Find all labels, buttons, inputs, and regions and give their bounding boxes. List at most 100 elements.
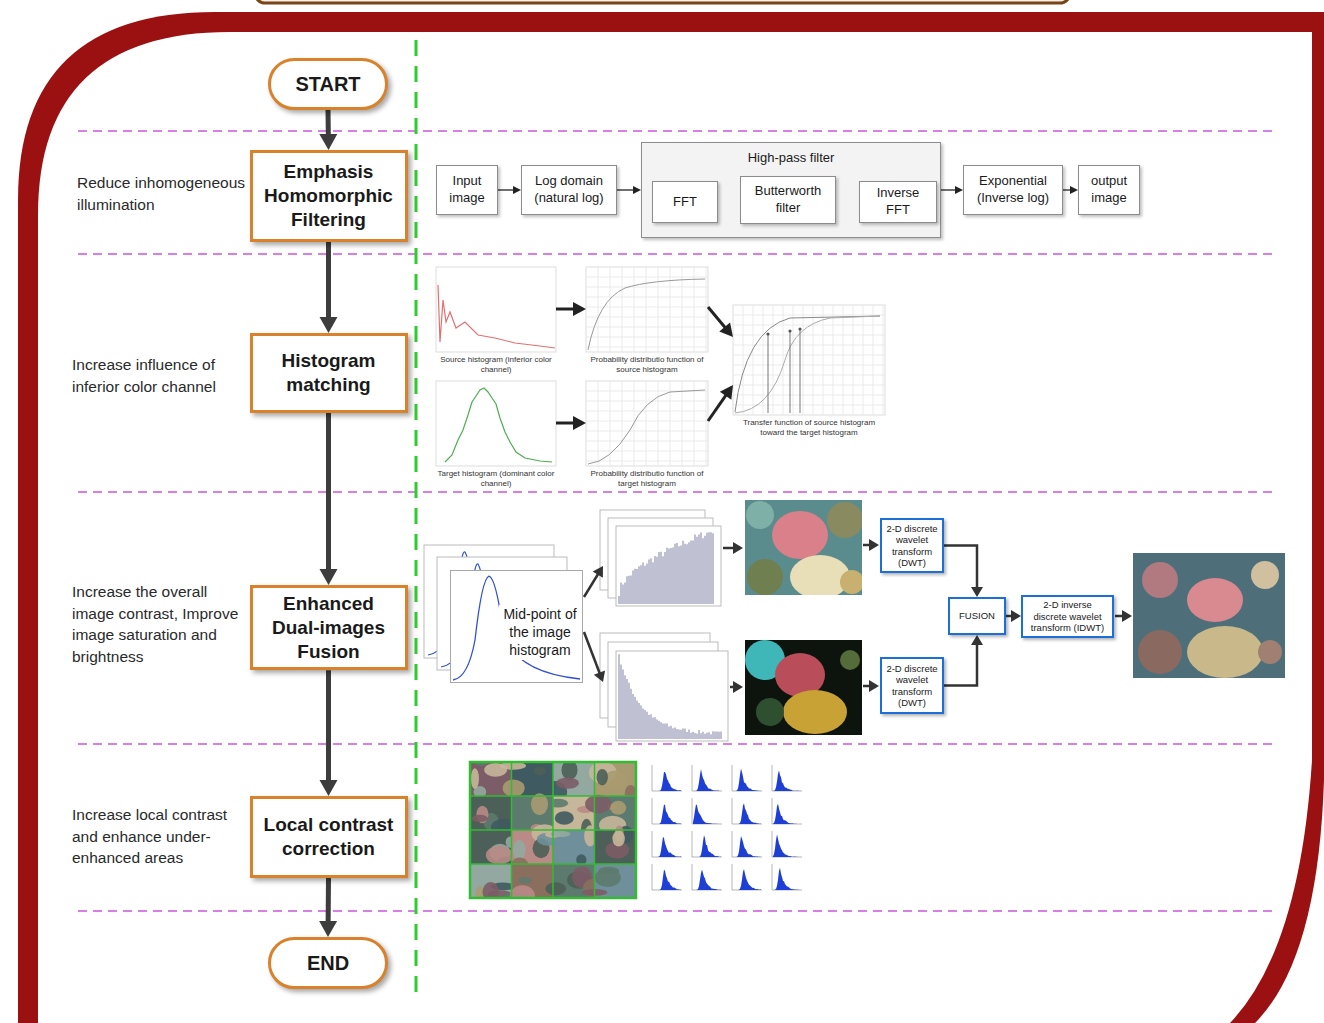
coral-shape [756,698,784,726]
node-text: Inverse FFT [863,185,933,219]
grid-line [733,385,885,386]
hist-axis [652,831,653,857]
node-text: 2-D discrete wavelet transform (DWT) [885,663,939,709]
hist-shape [693,769,721,791]
histogram-bar [622,670,623,739]
divider-line [78,910,1278,912]
grid-line [706,267,707,352]
chart-panel: Target histogram (dominant color channel… [436,381,556,488]
hist-shape [693,835,721,857]
tile-shape [556,777,579,788]
coral-shape [1187,626,1263,678]
histogram-bar [622,584,623,604]
hist-shape [733,803,761,824]
chart-frame [436,381,556,466]
grid-line [658,267,659,352]
node-text: START [295,72,360,97]
grid-line [803,305,804,415]
hist-axis [692,798,693,824]
layout-arrow [863,539,879,551]
group-heading: High-pass filter [748,150,835,165]
hist-shape [733,869,761,890]
tile-shape [471,768,479,789]
grid-line [670,381,671,466]
grid-line [634,267,635,352]
grid-line [646,381,647,466]
histogram-bar [632,694,633,739]
histogram-bar [676,543,677,604]
tile-shape [503,779,525,796]
tile-shape [511,858,528,873]
histogram-bar [676,729,677,739]
hist-shape [653,870,681,890]
node-text: Enhanced Dual-images Fusion [258,592,400,663]
grid-line [586,277,708,278]
grid-line [733,395,885,396]
chart-panel: Source histogram (inferior color channel… [436,267,556,374]
histogram-bar [690,540,691,604]
histogram-bar [652,562,653,604]
histogram-bar [646,563,647,604]
grid-line [586,441,708,442]
hist-axis [772,798,773,824]
histogram-bar [664,724,665,739]
histogram-bar [656,557,657,604]
grid-line [598,381,599,466]
histogram-bar [636,700,637,739]
grid-line [733,325,885,326]
grid-line [622,267,623,352]
tile-shape [513,840,526,860]
node-text: FUSION [959,610,995,621]
histogram-bar [666,548,667,604]
grid-line [586,287,708,288]
hist-shape [693,805,721,824]
tile-shape [610,801,626,815]
connector-line [863,685,871,688]
source-histogram-curve [438,285,555,348]
histogram-bar [698,730,699,739]
stacked-frame [616,651,728,741]
grid-line [853,305,854,415]
coral-shape [1251,561,1279,589]
hist-axis [692,864,693,890]
grid-line [793,305,794,415]
connector [319,110,337,150]
stacked-frame [616,526,721,606]
chart-caption: Transfer function of source histogram to… [733,418,885,437]
histogram-bar [694,535,695,604]
node-text: Input image [440,173,494,207]
process-box: Emphasis Homomorphic Filtering [250,150,408,242]
connector-line [944,546,977,589]
histogram-bar [684,729,685,739]
grid-line [598,267,599,352]
chart-frame [436,267,556,352]
histogram-bar [624,583,625,604]
step-description: Reduce inhomogeneous illumination [77,172,249,215]
histogram-bar [658,552,659,604]
connector-line [326,878,331,923]
connector [708,307,733,337]
coral-shape [840,570,862,594]
tile-shape [595,868,621,887]
tile-shape [471,815,488,822]
histogram-bar [700,733,701,739]
node-text: Local contrast correction [258,813,400,861]
histogram-bar [712,731,713,739]
grid-line [682,381,683,466]
histogram-bar [674,728,675,739]
grid-line [883,305,884,415]
connector [320,242,338,333]
histogram-bar [702,538,703,604]
hist-axis [692,831,693,857]
hist-axis [692,765,693,791]
histogram-bar [680,546,681,604]
layout-arrows [584,539,1132,693]
frame-ground [38,32,1312,1023]
step-box: Inverse FFT [859,181,937,223]
mapping-line [790,330,791,413]
histogram-bar [712,533,713,604]
tile-line [470,829,636,831]
hist-axis [732,765,733,791]
arrow-head [720,385,733,400]
tile-shape [561,762,577,780]
